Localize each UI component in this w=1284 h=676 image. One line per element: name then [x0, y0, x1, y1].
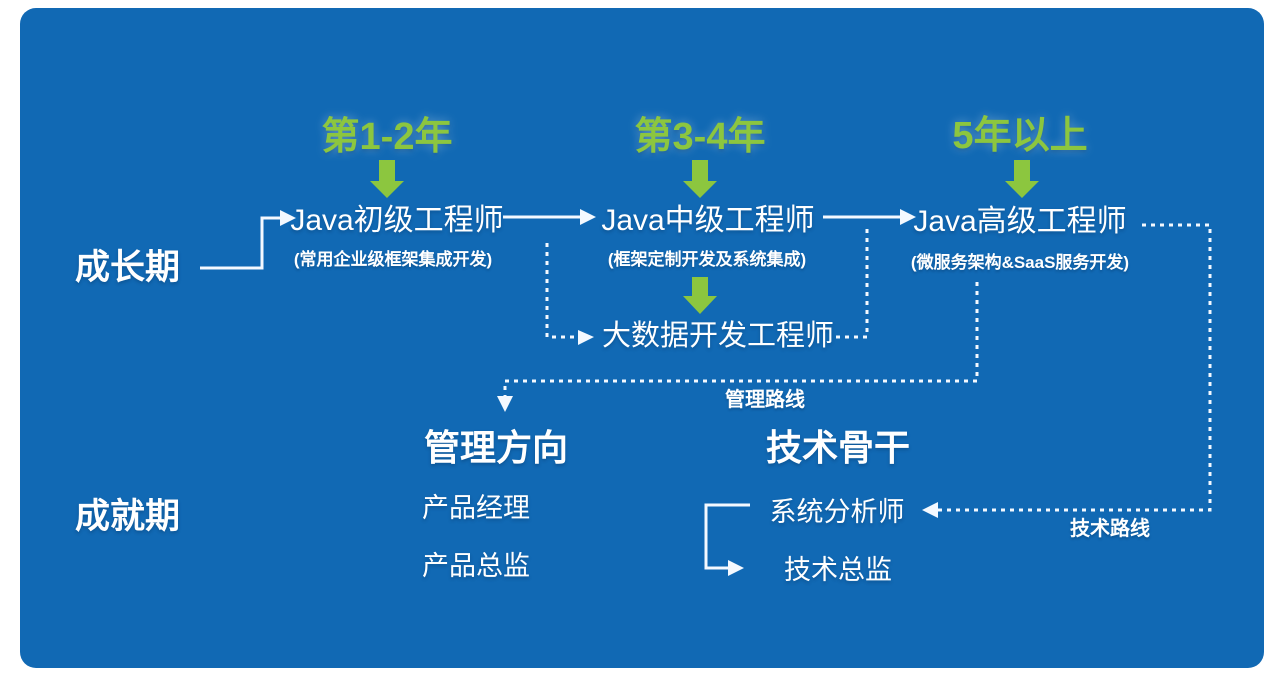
green-down-arrow-icon [1005, 160, 1039, 198]
role-product-manager: 产品经理 [422, 493, 530, 523]
arrowhead-into-tech-director [728, 560, 744, 576]
dotted-junior-to-bigdata [545, 243, 578, 339]
stage-achievement-label: 成就期 [75, 497, 181, 536]
role-java-senior-engineer: Java高级工程师 [913, 205, 1127, 238]
role-java-mid-engineer: Java中级工程师 [601, 204, 815, 237]
role-bigdata-engineer: 大数据开发工程师 [601, 320, 835, 352]
role-product-director: 产品总监 [422, 551, 530, 581]
detail-junior: (常用企业级框架集成开发) [293, 250, 493, 269]
arrowhead-into-senior [900, 209, 916, 225]
stage-growth-label: 成长期 [75, 248, 181, 287]
management-track-title: 管理方向 [424, 427, 569, 468]
detail-mid: (框架定制开发及系统集成) [607, 250, 807, 269]
roadmap-panel [20, 8, 1264, 668]
role-tech-director: 技术总监 [784, 555, 892, 585]
technical-track-title: 技术骨干 [765, 427, 911, 468]
green-down-arrow-icon [683, 277, 717, 314]
analyst-to-director-connector [704, 503, 750, 570]
technical-route-label: 技术路线 [1070, 518, 1150, 540]
arrowhead-into-management-track [497, 396, 513, 412]
growth-elbow-connector [200, 216, 280, 270]
role-system-analyst: 系统分析师 [769, 497, 905, 527]
green-down-arrow-icon [683, 160, 717, 198]
arrowhead-into-mid [580, 209, 596, 225]
green-down-arrow-icon [370, 160, 404, 198]
role-java-junior-engineer: Java初级工程师 [290, 204, 504, 237]
timeline-years-2: 第3-4年 [634, 116, 766, 158]
arrowhead-into-bigdata [578, 330, 594, 345]
dotted-technical-route [938, 223, 1212, 512]
management-route-label: 管理路线 [725, 389, 805, 411]
dotted-management-route [503, 282, 979, 396]
detail-senior: (微服务架构&SaaS服务开发) [910, 253, 1130, 272]
timeline-years-3: 5年以上 [952, 115, 1088, 157]
timeline-years-1: 第1-2年 [321, 116, 453, 158]
arrowhead-into-system-analyst [922, 502, 938, 518]
arrowhead-into-junior [280, 210, 296, 226]
dotted-bigdata-to-senior-path [836, 227, 869, 339]
